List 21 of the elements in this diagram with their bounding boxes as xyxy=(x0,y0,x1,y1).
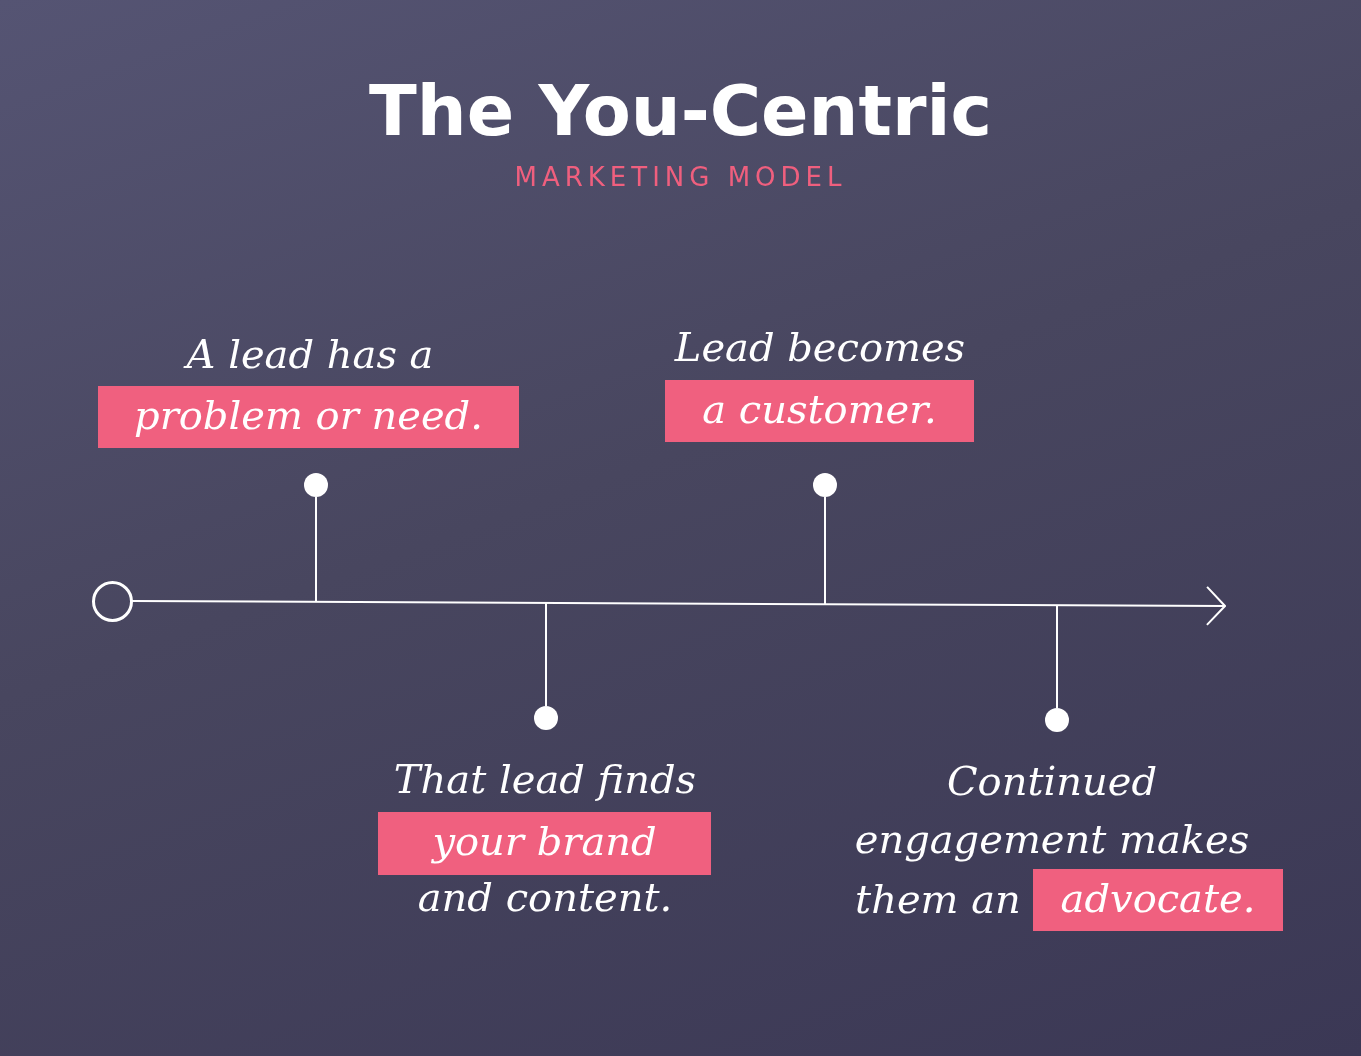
timeline-arrow xyxy=(130,585,1226,626)
start-circle xyxy=(91,580,133,622)
timeline-dot xyxy=(813,473,837,497)
highlighted-text: advocate. xyxy=(1033,869,1283,931)
title: The You-Centric xyxy=(368,70,993,152)
timeline-dot xyxy=(534,706,558,730)
step-text: them an xyxy=(854,875,1022,924)
timeline-dot xyxy=(1045,708,1069,732)
step-text: and content. xyxy=(416,873,674,922)
highlighted-text: a customer. xyxy=(665,380,974,442)
stem-line xyxy=(824,496,826,606)
step-text: A lead has a xyxy=(100,325,520,385)
step-text: That lead finds xyxy=(392,755,698,804)
step-text: Lead becomes xyxy=(673,323,967,372)
subtitle: MARKETING MODEL xyxy=(513,162,848,192)
stem-line xyxy=(1056,604,1058,709)
stem-line xyxy=(545,601,547,707)
highlighted-text: problem or need. xyxy=(98,386,519,448)
stem-line xyxy=(315,496,317,603)
timeline-dot xyxy=(304,473,328,497)
highlighted-text: your brand xyxy=(378,812,711,875)
